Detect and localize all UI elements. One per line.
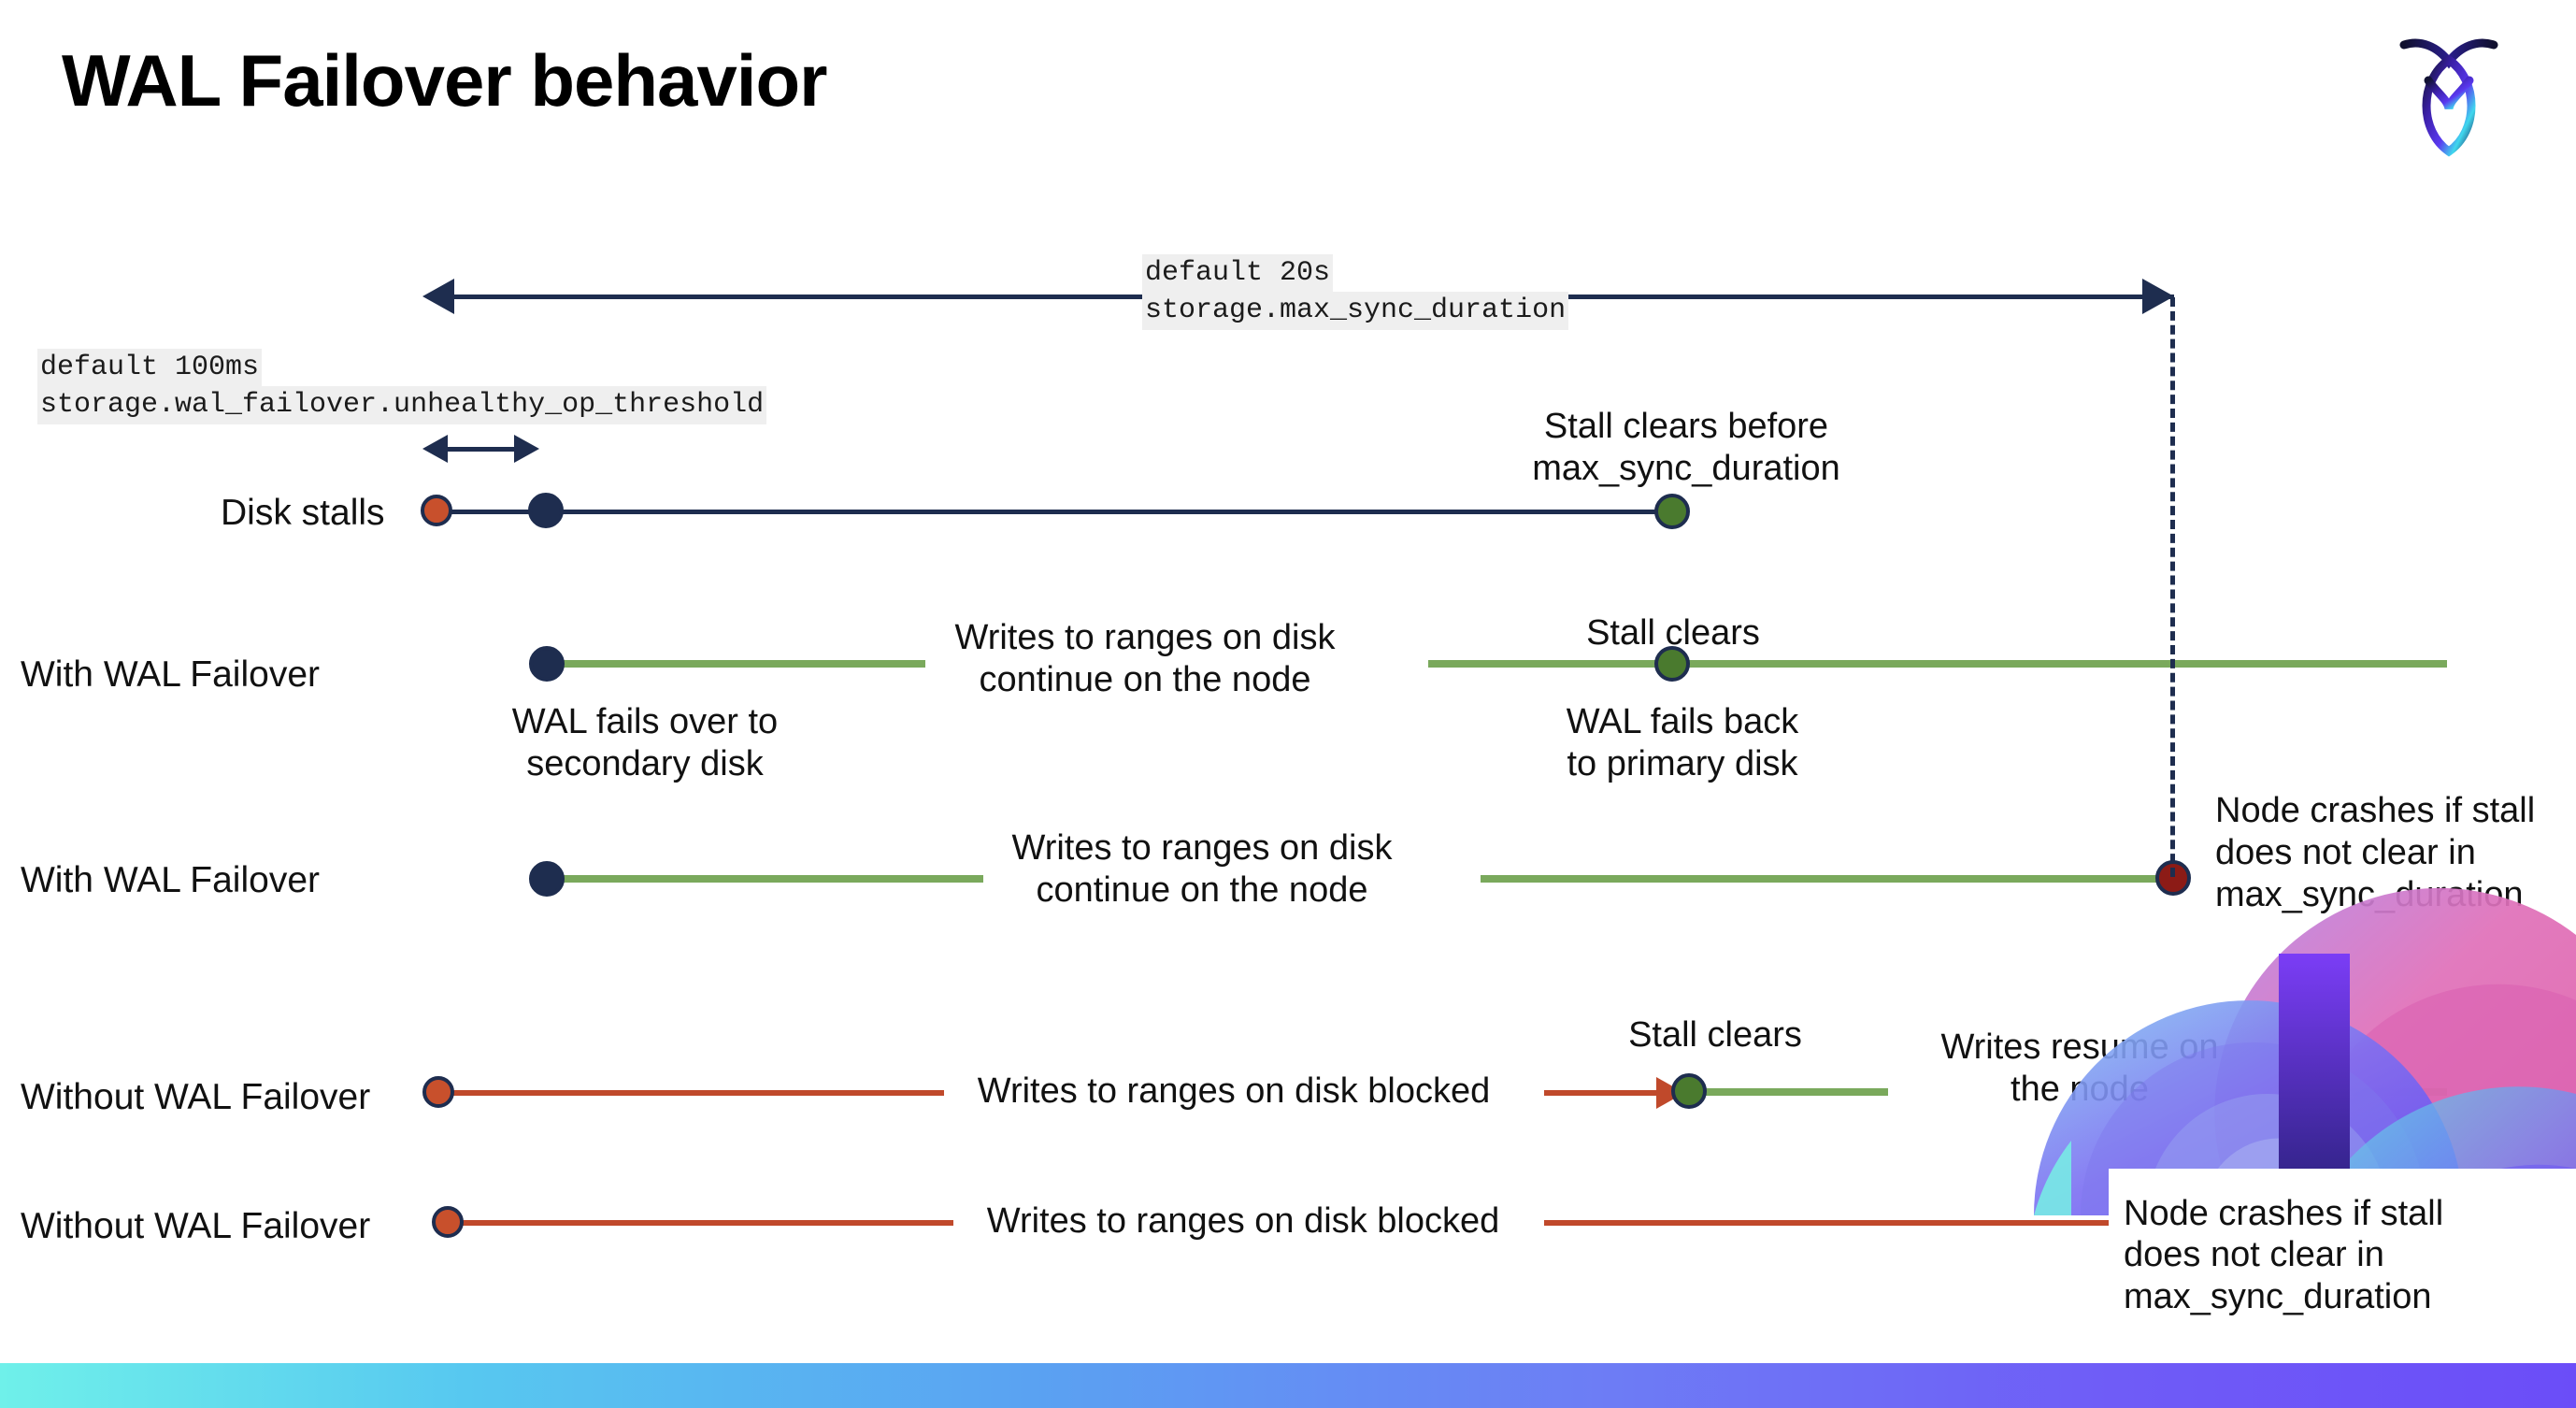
- without-failover-1-resume-segment-a: [1694, 1088, 1888, 1096]
- without-failover-1-stall-start-dot: [422, 1076, 454, 1108]
- row-label-without-wal-failover-1: Without WAL Failover: [21, 1077, 371, 1117]
- with-failover-1-failover-dot: [529, 646, 565, 682]
- max-sync-duration-dropline: [2170, 297, 2175, 877]
- max-sync-duration-default: default 20s: [1142, 254, 1334, 293]
- with-failover-1-primary-segment: [1428, 660, 2447, 668]
- with-failover-2-secondary-segment-b: [1481, 875, 2172, 883]
- page-title: WAL Failover behavior: [62, 39, 827, 122]
- cockroachdb-logo-icon: [2393, 28, 2505, 159]
- unhealthy-op-threshold-default: default 100ms: [37, 349, 263, 387]
- note-node-crashes-2: Node crashes if stall does not clear in …: [2124, 1193, 2444, 1317]
- unhealthy-op-threshold-span-line: [432, 447, 518, 452]
- row-label-with-wal-failover-1: With WAL Failover: [21, 654, 320, 695]
- max-sync-duration-name: storage.max_sync_duration: [1142, 292, 1569, 330]
- bottom-gradient-bar: [0, 1363, 2576, 1408]
- note-node-crashes-1: Node crashes if stall does not clear in …: [2215, 791, 2536, 914]
- without-failover-2-stall-start-dot: [432, 1206, 464, 1238]
- disk-stall-clear-dot: [1654, 494, 1690, 529]
- disk-stall-failover-dot: [528, 493, 564, 528]
- with-failover-1-stall-clear-dot: [1654, 646, 1690, 682]
- unhealthy-op-threshold-arrow-right-icon: [514, 435, 539, 463]
- disk-stalls-timeline: [439, 510, 1671, 514]
- note-writes-blocked-1: Writes to ranges on disk blocked: [977, 1071, 1491, 1111]
- note-stall-clears-before-max-sync: Stall clears before max_sync_duration: [1532, 407, 1840, 488]
- note-wal-fails-back: WAL fails back to primary disk: [1566, 702, 1799, 783]
- without-failover-2-blocked-segment-b: [1544, 1220, 2155, 1226]
- without-failover-1-stall-clear-dot: [1671, 1073, 1707, 1109]
- with-failover-2-failover-dot: [529, 861, 565, 897]
- disk-stall-start-dot: [421, 495, 452, 526]
- row-label-with-wal-failover-2: With WAL Failover: [21, 860, 320, 900]
- crash-note-backdrop: [2109, 1169, 2576, 1346]
- unhealthy-op-threshold-name: storage.wal_failover.unhealthy_op_thresh…: [37, 386, 767, 424]
- without-failover-1-blocked-segment-a: [439, 1090, 944, 1096]
- without-failover-1-blocked-segment-b: [1544, 1090, 1666, 1096]
- note-writes-blocked-2: Writes to ranges on disk blocked: [986, 1201, 1500, 1241]
- with-failover-2-secondary-segment-a: [553, 875, 983, 883]
- with-failover-1-secondary-segment: [553, 660, 925, 668]
- max-sync-duration-arrow-left-icon: [422, 279, 454, 314]
- note-stall-clears-2: Stall clears: [1628, 1015, 1802, 1055]
- note-stall-clears-1: Stall clears: [1586, 613, 1760, 653]
- note-writes-continue-2: Writes to ranges on disk continue on the…: [1011, 828, 1393, 910]
- unhealthy-op-threshold-setting-label: default 100ms storage.wal_failover.unhea…: [37, 349, 767, 424]
- note-wal-fails-over: WAL fails over to secondary disk: [511, 702, 779, 783]
- unhealthy-op-threshold-arrow-left-icon: [422, 435, 448, 463]
- note-writes-continue-1: Writes to ranges on disk continue on the…: [954, 618, 1336, 699]
- row-label-without-wal-failover-2: Without WAL Failover: [21, 1206, 371, 1246]
- without-failover-2-blocked-segment-a: [449, 1220, 953, 1226]
- max-sync-duration-arrow-right-icon: [2142, 279, 2174, 314]
- row-label-disk-stalls: Disk stalls: [221, 493, 385, 533]
- max-sync-duration-setting-label: default 20s storage.max_sync_duration: [1142, 254, 1569, 330]
